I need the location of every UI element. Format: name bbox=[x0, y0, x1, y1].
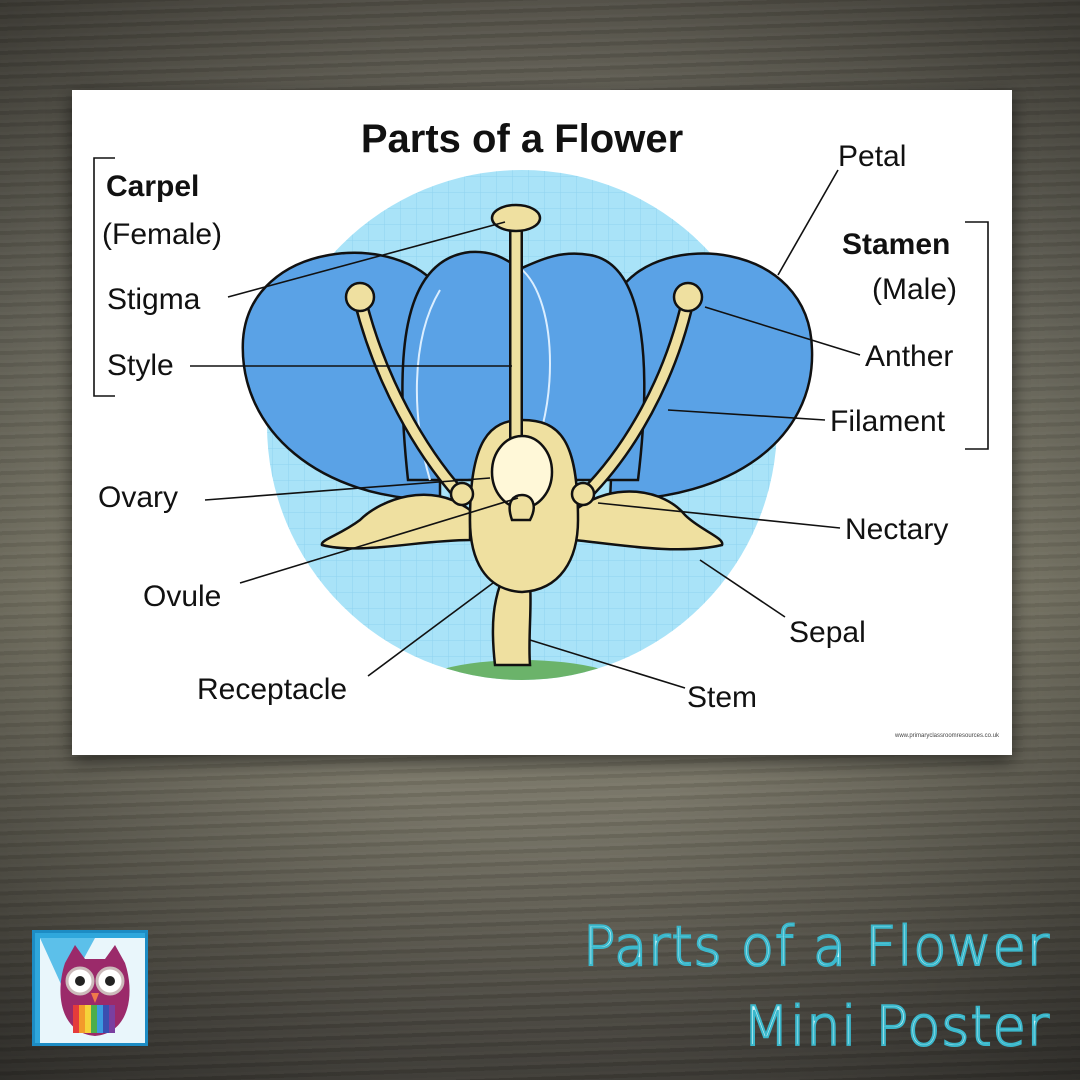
label-stigma: Stigma bbox=[107, 283, 201, 316]
poster-title: Parts of a Flower bbox=[360, 117, 684, 161]
carpel-heading: Carpel bbox=[106, 170, 200, 203]
stamen-subheading: (Male) bbox=[872, 273, 958, 306]
leader-lines bbox=[190, 169, 861, 689]
label-petal: Petal bbox=[838, 140, 907, 173]
label-style: Style bbox=[107, 349, 174, 382]
anthers-stigma bbox=[344, 203, 704, 522]
owl-logo bbox=[32, 930, 148, 1046]
product-title-line2: Mini Poster bbox=[742, 994, 1050, 1059]
carpel-subheading: (Female) bbox=[102, 218, 223, 251]
product-title-line1: Parts of a Flower bbox=[582, 914, 1050, 979]
poster-url: www.primaryclassroomresources.co.uk bbox=[895, 733, 1000, 739]
label-nectary: Nectary bbox=[845, 513, 949, 546]
stamens-fill bbox=[355, 215, 693, 500]
label-receptacle: Receptacle bbox=[197, 673, 348, 706]
label-ovary: Ovary bbox=[98, 481, 179, 514]
stamen-heading: Stamen bbox=[842, 228, 951, 261]
ovule bbox=[508, 493, 535, 522]
label-filament: Filament bbox=[830, 405, 946, 438]
brackets bbox=[93, 157, 989, 450]
label-ovule: Ovule bbox=[143, 580, 222, 613]
label-stem: Stem bbox=[687, 681, 758, 714]
stem bbox=[491, 583, 532, 667]
label-sepal: Sepal bbox=[789, 616, 866, 649]
ground bbox=[412, 660, 632, 680]
label-anther: Anther bbox=[865, 340, 954, 373]
owl-icon bbox=[40, 938, 145, 1043]
